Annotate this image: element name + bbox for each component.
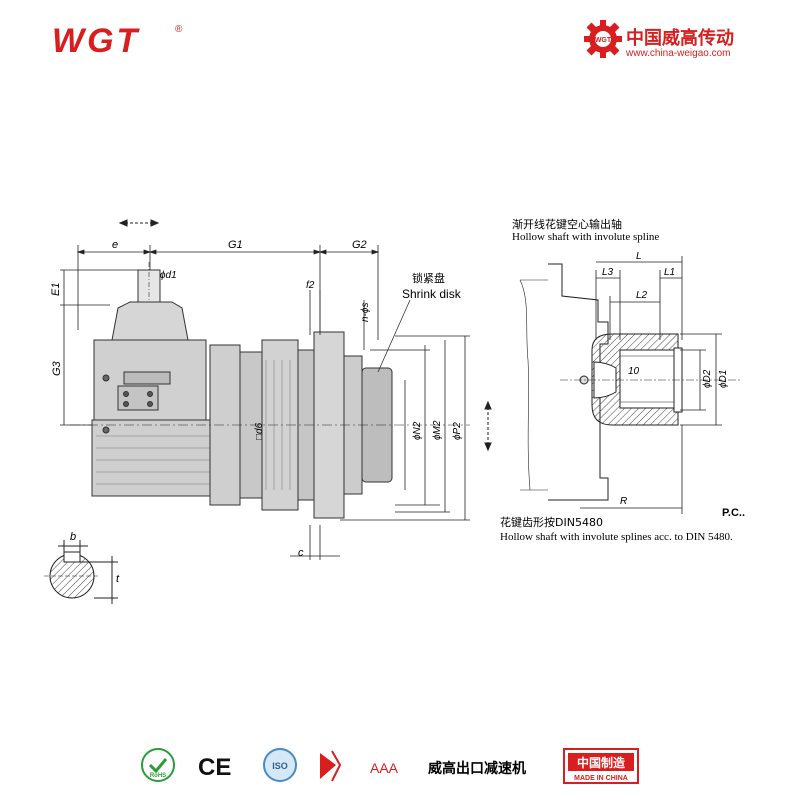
detail-title-en: Hollow shaft with involute spline: [512, 231, 659, 243]
svg-text:ISO: ISO: [272, 761, 288, 771]
svg-text:CE: CE: [198, 754, 231, 781]
dim-10-label: 10: [628, 366, 640, 377]
input-gear-housing: [91, 262, 213, 497]
dim-t-label: t: [116, 573, 120, 585]
right-dimension-lines: [290, 290, 470, 560]
dim-e1-label: E1: [50, 283, 62, 296]
brand-name-cn: 中国威高传动: [626, 28, 734, 49]
dim-m2-label: ϕM2: [432, 420, 443, 440]
brand-url: www.china-weigao.com: [626, 48, 731, 59]
iso-seal-icon: ISO: [263, 748, 297, 782]
dim-l-label: L: [636, 251, 642, 262]
dim-g2-label: G2: [352, 239, 367, 251]
double-arrow-horizontal-icon: [118, 219, 160, 227]
gear-logo-text: WGT: [595, 37, 612, 44]
dim-d1-detail-label: ϕD1: [718, 370, 729, 388]
svg-text:RoHS: RoHS: [150, 773, 166, 779]
dim-l3-label: L3: [602, 267, 614, 278]
made-in-china-badge: 中国制造 MADE IN CHINA: [563, 748, 639, 784]
hollow-shaft-detail: [519, 263, 740, 501]
registered-mark: ®: [175, 24, 183, 35]
rohs-icon: RoHS: [141, 748, 175, 782]
wgt-logo: WGT: [52, 22, 141, 60]
aaa-badge: AAA: [370, 760, 399, 776]
gear-logo-icon: WGT: [584, 20, 622, 58]
dim-c-label: c: [298, 547, 304, 559]
dim-p2-label: ϕP2: [452, 422, 463, 440]
spline-note-cn: 花键齿形按DIN5480: [500, 515, 603, 529]
pc-label: P.C..: [722, 507, 745, 519]
dim-r-label: R: [620, 496, 627, 507]
dim-l1-label: L1: [664, 267, 675, 278]
dim-g1-label: G1: [228, 239, 243, 251]
dim-f2-label: f2: [306, 280, 315, 291]
dim-n2-label: ϕN2: [412, 421, 423, 440]
detail-title-cn: 渐开线花键空心输出轴: [512, 217, 622, 231]
svg-text:中国制造: 中国制造: [577, 755, 626, 770]
export-reducer-text: 威高出口减速机: [428, 760, 526, 777]
dim-d1-label: ϕd1: [160, 270, 177, 281]
dim-d2-label: ϕD2: [702, 369, 713, 388]
detail-dimension-lines: [580, 256, 722, 514]
dim-e-label: e: [112, 239, 118, 251]
quality-mark-icon: [320, 750, 342, 782]
shrink-disk-en-label: Shrink disk: [402, 287, 462, 301]
svg-text:MADE IN CHINA: MADE IN CHINA: [574, 775, 628, 782]
shrink-disk-cn-label: 锁紧盘: [412, 271, 445, 285]
double-arrow-vertical-icon: [484, 400, 492, 452]
dim-l2-label: L2: [636, 290, 648, 301]
dim-g3-label: G3: [51, 360, 63, 376]
spline-note-en: Hollow shaft with involute splines acc. …: [500, 531, 733, 543]
dim-n-phi-s-label: n-ϕs: [360, 303, 371, 322]
dim-b-label: b: [70, 531, 76, 543]
ce-mark-icon: CE: [198, 754, 231, 781]
keyway-detail: [44, 540, 118, 604]
footer-certifications: RoHS CE ISO AAA 威高出口减速机 中国制造 MADE IN CHI…: [141, 748, 639, 784]
dim-d6-label: □d6: [254, 422, 265, 440]
